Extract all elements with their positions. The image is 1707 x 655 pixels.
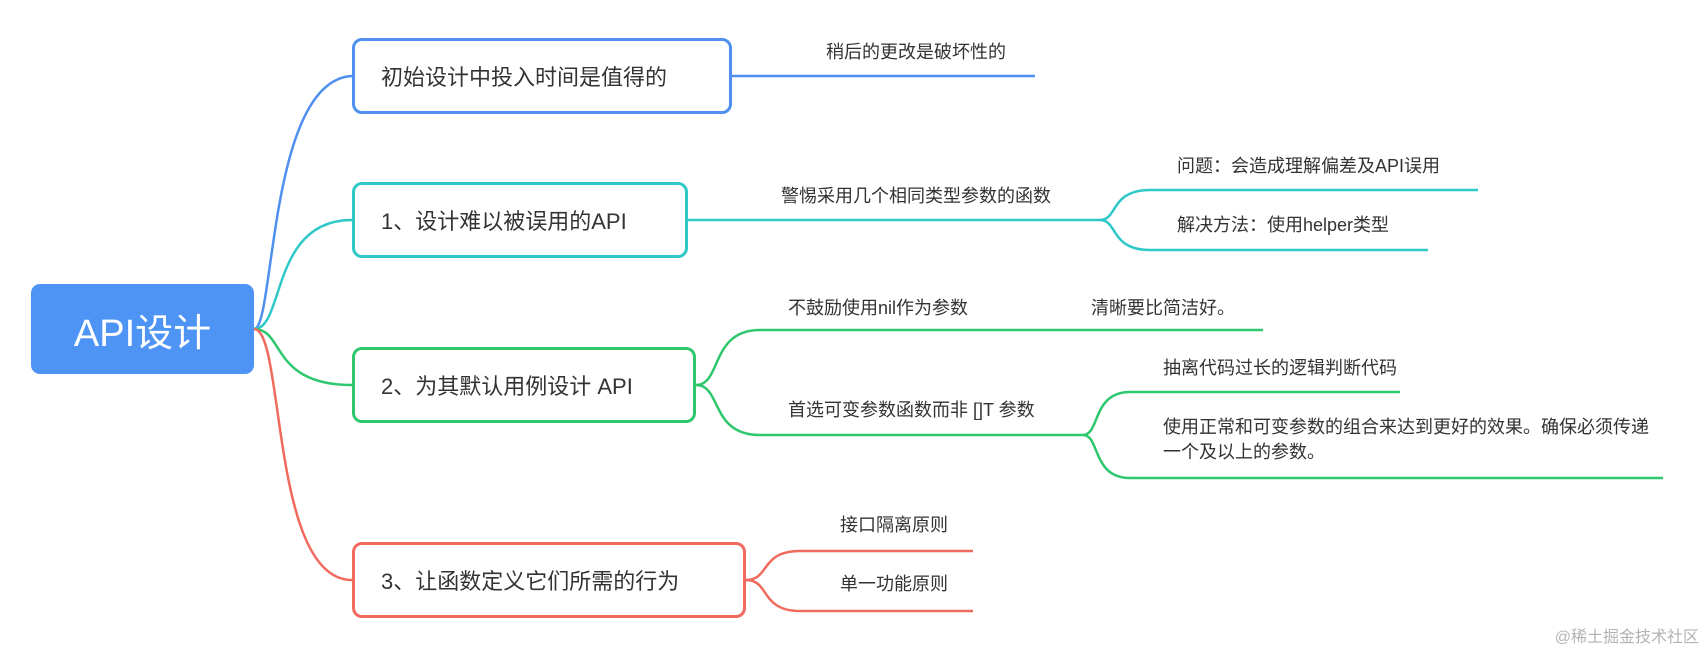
- leaf-node[interactable]: 首选可变参数函数而非 []T 参数: [788, 400, 1035, 420]
- branch-node-2[interactable]: 2、为其默认用例设计 API: [352, 347, 696, 423]
- root-node[interactable]: API设计: [31, 284, 254, 374]
- leaf-node[interactable]: 使用正常和可变参数的组合来达到更好的效果。确保必须传递一个及以上的参数。: [1163, 417, 1649, 462]
- link-b1-sub1: [1099, 218, 1428, 252]
- link-b2-leaf0: [695, 328, 1263, 387]
- leaf-node[interactable]: 不鼓励使用nil作为参数: [788, 298, 969, 318]
- link-root-branch2: [253, 327, 353, 387]
- link-b1-sub0: [1099, 188, 1478, 222]
- link-root-branch3: [253, 327, 353, 582]
- leaf-node[interactable]: 解决方法：使用helper类型: [1177, 215, 1390, 235]
- link-root-branch1: [253, 218, 353, 331]
- leaf-node[interactable]: 问题：会造成理解偏差及API误用: [1177, 156, 1441, 176]
- link-root-branch0: [253, 74, 353, 331]
- branch-node-1[interactable]: 1、设计难以被误用的API: [352, 182, 688, 258]
- link-b2-leaf1: [695, 383, 1083, 437]
- leaf-node[interactable]: 接口隔离原则: [840, 515, 948, 535]
- leaf-node[interactable]: 抽离代码过长的逻辑判断代码: [1163, 358, 1397, 378]
- branch-node-3[interactable]: 3、让函数定义它们所需的行为: [352, 542, 746, 618]
- leaf-node[interactable]: 警惕采用几个相同类型参数的函数: [781, 186, 1051, 206]
- branch-node-0[interactable]: 初始设计中投入时间是值得的: [352, 38, 732, 114]
- link-b3-leaf1: [745, 578, 973, 613]
- leaf-node[interactable]: 稍后的更改是破坏性的: [826, 42, 1006, 62]
- leaf-node[interactable]: 清晰要比简洁好。: [1091, 298, 1235, 318]
- link-b2-sub1: [1082, 433, 1663, 480]
- link-b3-leaf0: [745, 549, 973, 582]
- link-b2-sub0: [1082, 390, 1400, 437]
- watermark: @稀土掘金技术社区: [1554, 629, 1699, 646]
- leaf-node[interactable]: 单一功能原则: [840, 574, 948, 594]
